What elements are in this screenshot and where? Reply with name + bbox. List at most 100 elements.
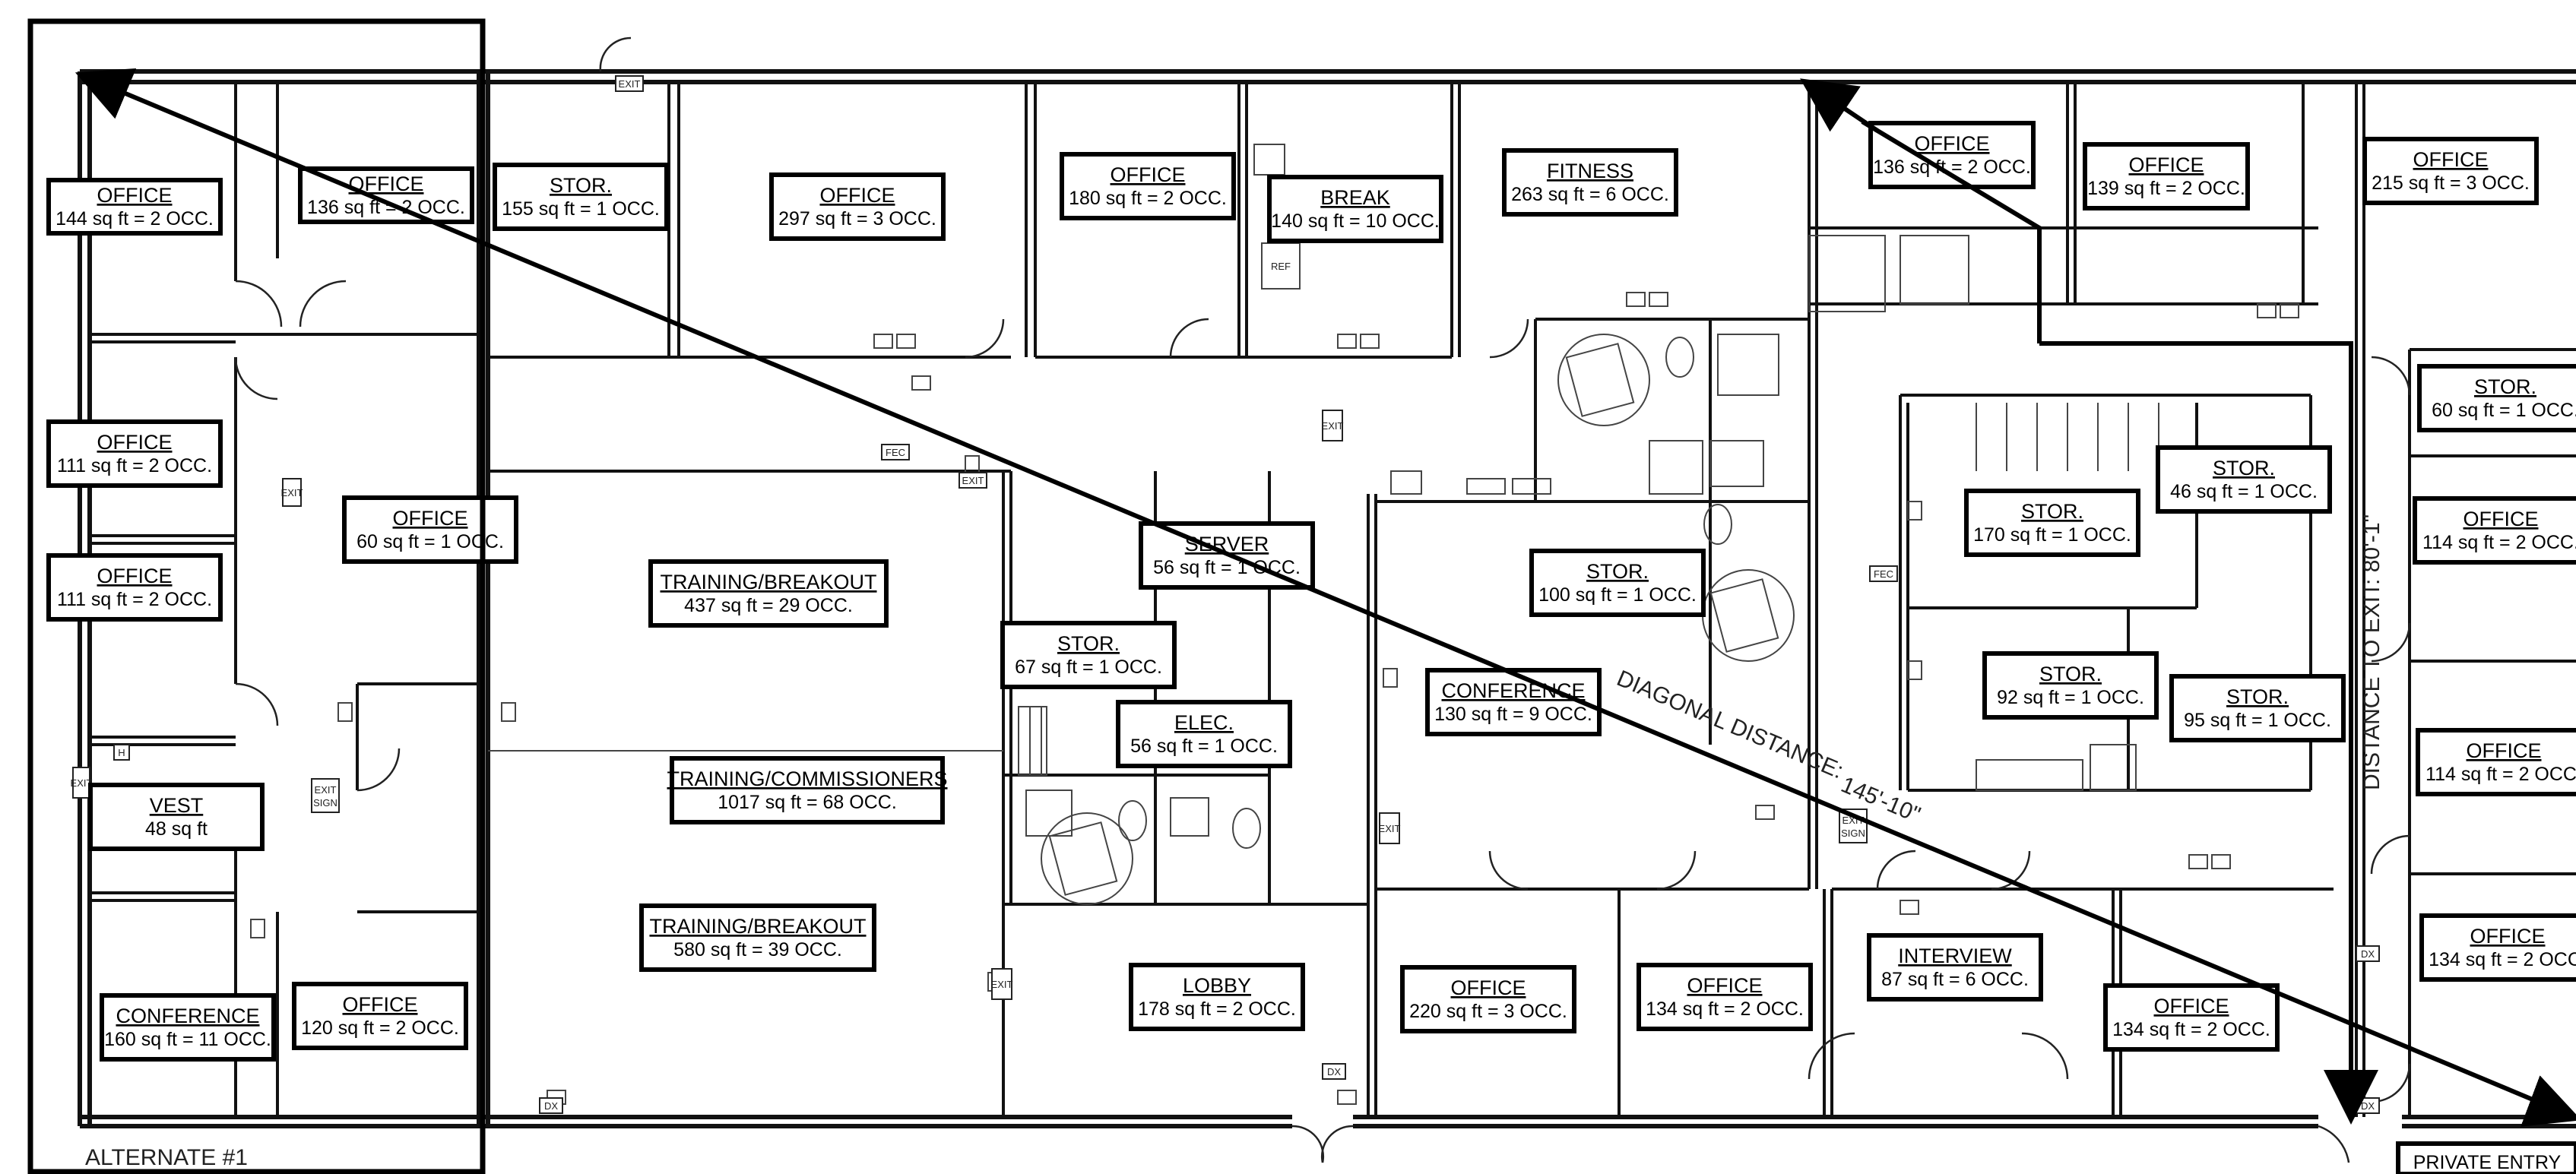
room-label-box [2416, 728, 2576, 796]
room-occupancy: 92 sq ft = 1 OCC. [1997, 687, 2144, 708]
room-label-box [1400, 965, 1576, 1033]
room-label-box [1060, 152, 1236, 220]
exit-path-upper-head [1800, 78, 1879, 133]
room-name: STOR. [1057, 632, 1120, 655]
room-occupancy: 134 sq ft = 2 OCC. [1646, 998, 1804, 1020]
room-name: OFFICE [343, 993, 418, 1016]
dx-tag-sw: DX [544, 1100, 558, 1112]
room-name: STOR. [2039, 663, 2102, 685]
restroom-fixtures: REF [1025, 144, 1969, 905]
room-label-box [2083, 142, 2250, 210]
exit-tag-corridor: EXIT [281, 487, 303, 498]
interior-walls [90, 82, 2576, 1117]
room-label-box [2103, 983, 2280, 1052]
room-occupancy: 67 sq ft = 1 OCC. [1015, 657, 1162, 678]
room-occupancy: 580 sq ft = 39 OCC. [673, 939, 842, 960]
room-label-box [292, 982, 468, 1050]
room-name: STOR. [1586, 560, 1649, 583]
room-name: STOR. [2021, 500, 2083, 523]
room-name: OFFICE [2413, 148, 2489, 171]
alternate-boundary [27, 18, 486, 1174]
room-label-stor-170: STOR.170 sq ft = 1 OCC. [1964, 489, 2140, 557]
exit-path-east [2039, 341, 2353, 1079]
room-label-box [1425, 668, 1602, 736]
room-name: INTERVIEW [1898, 945, 2012, 967]
room-name: OFFICE [820, 184, 895, 207]
exit-tag-mid: EXIT [1322, 420, 1344, 432]
room-name: VEST [150, 794, 204, 817]
room-occupancy: 48 sq ft [145, 818, 208, 840]
room-label-stor-46: STOR.46 sq ft = 1 OCC. [2156, 445, 2332, 514]
room-label-box [639, 903, 876, 972]
room-name: OFFICE [1915, 132, 1990, 155]
room-occupancy: 263 sq ft = 6 OCC. [1511, 184, 1669, 205]
room-occupancy: 95 sq ft = 1 OCC. [2184, 710, 2331, 731]
room-label-elec-56: ELEC.56 sq ft = 1 OCC. [1116, 700, 1292, 768]
room-label-box [2419, 913, 2576, 982]
private-entry-label: PRIVATE ENTRY [2413, 1152, 2562, 1173]
room-label-box [1000, 621, 1177, 689]
room-label-box [100, 993, 276, 1062]
fec-tag-storage: FEC [1874, 568, 1893, 580]
room-name: OFFICE [97, 431, 173, 454]
room-label-box [1267, 175, 1443, 243]
room-occupancy: 155 sq ft = 1 OCC. [502, 198, 660, 220]
room-name: TRAINING/COMMISSIONERS [667, 767, 947, 790]
room-label-box [1116, 700, 1292, 768]
room-occupancy: 1017 sq ft = 68 OCC. [718, 792, 897, 813]
room-name: OFFICE [393, 507, 468, 530]
room-occupancy: 56 sq ft = 1 OCC. [1130, 736, 1278, 757]
dx-tag-se: DX [2361, 948, 2375, 960]
room-label-box [1129, 963, 1305, 1031]
room-name: BREAK [1320, 186, 1390, 209]
room-label-box [2417, 364, 2576, 432]
room-label-stor-100: STOR.100 sq ft = 1 OCC. [1529, 549, 1706, 617]
room-occupancy: 139 sq ft = 2 OCC. [2087, 178, 2245, 199]
ref-label: REF [1271, 261, 1291, 272]
room-name: STOR. [2474, 375, 2536, 398]
room-label-box [1502, 148, 1678, 217]
room-occupancy: 111 sq ft = 2 OCC. [57, 455, 212, 476]
exit-sign-line-2: SIGN [313, 797, 337, 809]
room-occupancy: 100 sq ft = 1 OCC. [1538, 584, 1697, 606]
room-occupancy: 160 sq ft = 11 OCC. [104, 1029, 271, 1050]
room-occupancy: 220 sq ft = 3 OCC. [1409, 1001, 1567, 1022]
exit-tag-training: EXIT [962, 475, 984, 486]
room-name: OFFICE [2467, 739, 2542, 762]
room-occupancy: 114 sq ft = 2 OCC. [2422, 532, 2576, 553]
room-name: OFFICE [2129, 153, 2204, 176]
room-occupancy: 114 sq ft = 2 OCC. [2425, 764, 2576, 785]
room-name: TRAINING/BREAKOUT [649, 915, 866, 938]
diagonal-distance-arrow [74, 68, 2567, 1115]
room-occupancy: 130 sq ft = 9 OCC. [1434, 704, 1592, 725]
room-label-box [1964, 489, 2140, 557]
room-occupancy: 140 sq ft = 10 OCC. [1271, 210, 1440, 232]
room-label-box [1982, 651, 2159, 720]
room-label-stor-95: STOR.95 sq ft = 1 OCC. [2169, 674, 2346, 742]
exit-tag-lobby: EXIT [991, 979, 1013, 990]
room-label-box [46, 419, 223, 488]
room-name: OFFICE [2154, 995, 2229, 1017]
room-occupancy: 297 sq ft = 3 OCC. [778, 208, 936, 229]
room-occupancy: 111 sq ft = 2 OCC. [57, 589, 212, 610]
room-occupancy: 60 sq ft = 1 OCC. [2432, 400, 2576, 421]
exit-path-upper [1861, 119, 2042, 343]
private-entry-box [2396, 1141, 2576, 1174]
room-occupancy: 87 sq ft = 6 OCC. [1881, 969, 2029, 990]
room-label-box [1529, 549, 1706, 617]
